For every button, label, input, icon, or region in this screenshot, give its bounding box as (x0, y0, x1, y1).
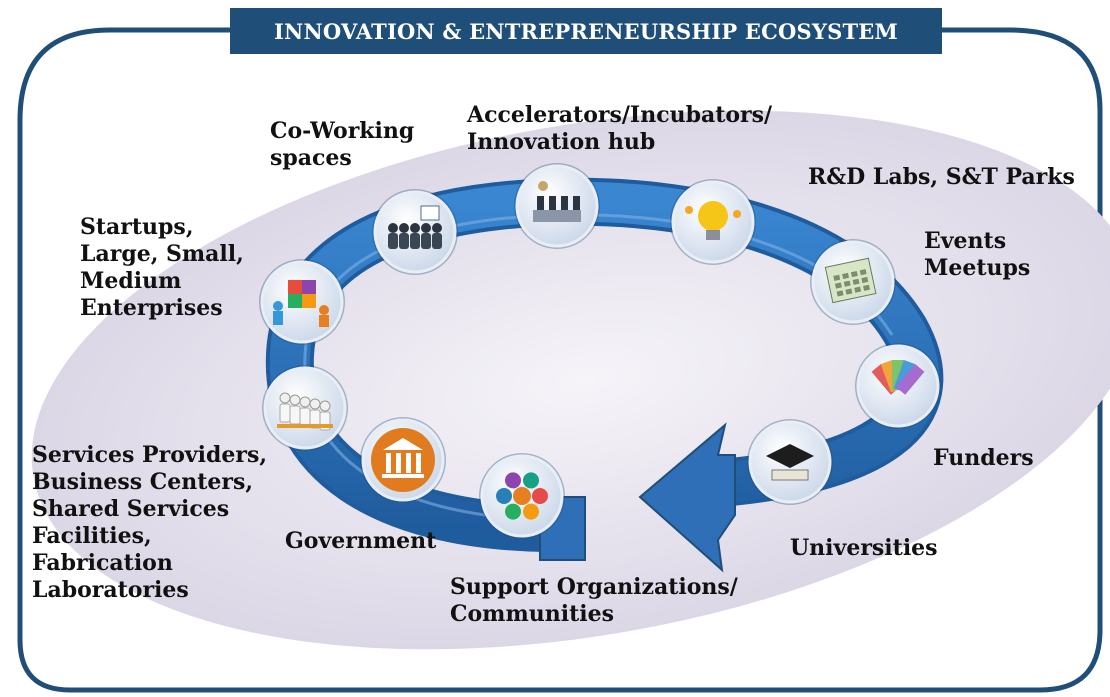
frame-outline (17, 27, 1103, 693)
community-people-icon (479, 453, 565, 539)
label-support-orgs: Support Organizations/ Communities (450, 574, 738, 627)
meeting-room-icon (372, 189, 458, 275)
service-team-icon (262, 365, 348, 451)
money-fan-icon (855, 343, 941, 429)
label-funders: Funders (933, 445, 1034, 471)
cycle-arrowhead (638, 422, 736, 573)
diagram-title: INNOVATION & ENTREPRENEURSHIP ECOSYSTEM (230, 8, 942, 54)
label-startups: Startups, Large, Small, Medium Enterpris… (80, 214, 244, 321)
label-events: Events Meetups (924, 228, 1031, 281)
label-co-working: Co-Working spaces (270, 118, 415, 171)
graduation-cap-icon (747, 419, 833, 505)
label-rd-labs: R&D Labs, S&T Parks (808, 164, 1075, 190)
label-accelerators: Accelerators/Incubators/ Innovation hub (467, 102, 773, 155)
label-government: Government (285, 528, 437, 554)
label-service-providers: Services Providers, Business Centers, Sh… (32, 442, 268, 603)
label-universities: Universities (790, 535, 938, 561)
lightbulb-icon (670, 179, 756, 265)
puzzle-team-icon (259, 259, 345, 345)
calendar-icon (810, 239, 896, 325)
government-building-icon (360, 417, 446, 503)
chess-strategy-icon (514, 163, 600, 249)
